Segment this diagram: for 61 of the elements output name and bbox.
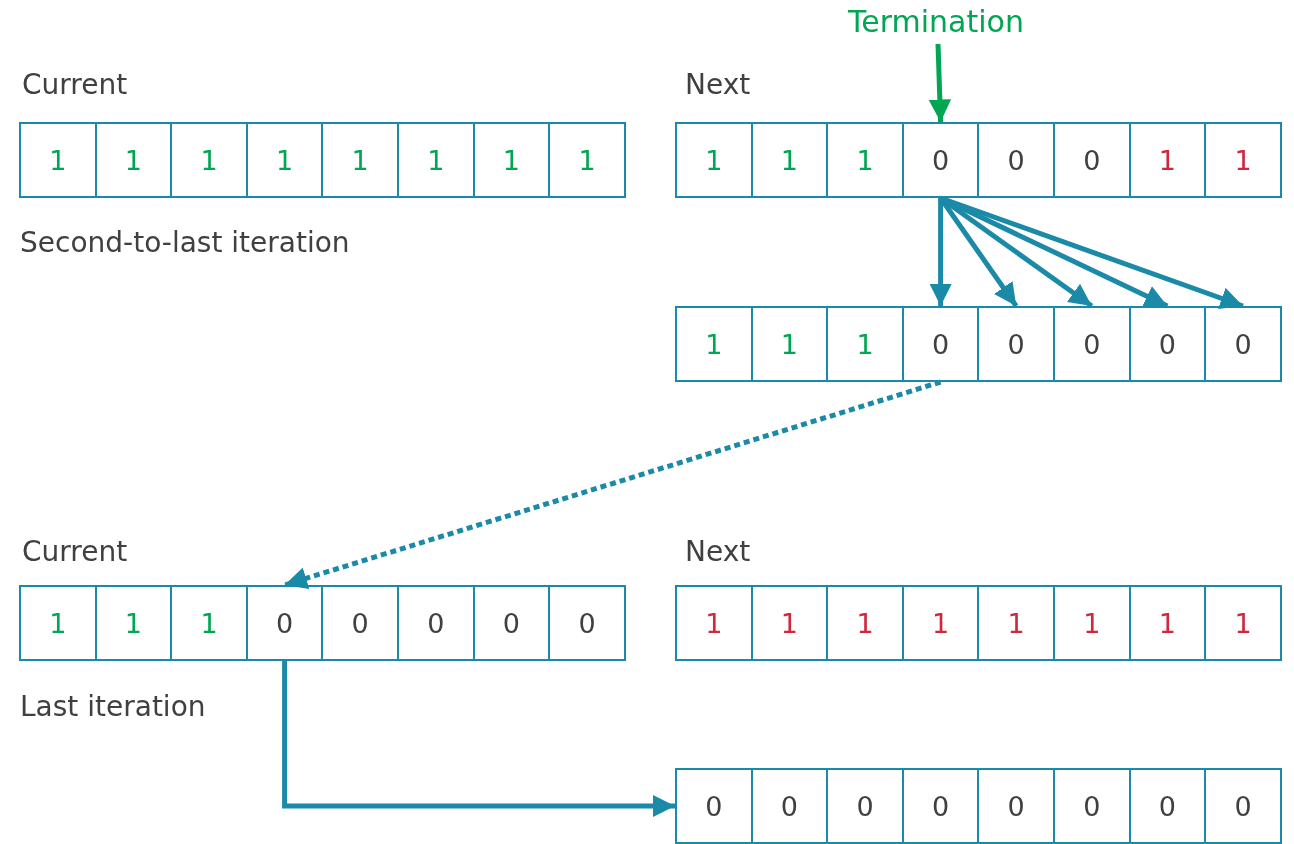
bit-cell: 0 bbox=[675, 768, 753, 844]
array-title: Current bbox=[22, 535, 128, 568]
array-title: Next bbox=[685, 68, 751, 101]
bit-cell: 0 bbox=[826, 768, 904, 844]
arrow bbox=[938, 196, 1019, 308]
bit-cell: 1 bbox=[750, 122, 829, 198]
bit-cell: 0 bbox=[1053, 122, 1131, 198]
bit-cell: 1 bbox=[170, 585, 248, 661]
bit-cell: 1 bbox=[826, 585, 904, 661]
bit-cell: 0 bbox=[245, 585, 324, 661]
bit-cell: 0 bbox=[901, 122, 980, 198]
arrow bbox=[282, 661, 675, 818]
bit-cell: 0 bbox=[548, 585, 626, 661]
arrow bbox=[928, 43, 952, 123]
bit-cell: 1 bbox=[19, 585, 97, 661]
bit-cell: 1 bbox=[1128, 122, 1207, 198]
bit-cell: 0 bbox=[901, 768, 980, 844]
bit-cell: 0 bbox=[321, 585, 399, 661]
bit-cell: 0 bbox=[397, 585, 475, 661]
termination-label: Termination bbox=[848, 4, 1024, 39]
bit-cell: 0 bbox=[977, 122, 1055, 198]
bit-cell: 1 bbox=[1053, 585, 1131, 661]
bit-cell: 0 bbox=[1204, 306, 1282, 382]
arrow bbox=[939, 195, 1244, 310]
bit-cell: 1 bbox=[826, 122, 904, 198]
bit-cell: 1 bbox=[675, 306, 753, 382]
bit-cell: 0 bbox=[1053, 768, 1131, 844]
bit-cell: 1 bbox=[1204, 122, 1282, 198]
bit-cell: 1 bbox=[548, 122, 626, 198]
bit-cell: 1 bbox=[901, 585, 980, 661]
bit-cell: 1 bbox=[170, 122, 248, 198]
bit-cell: 1 bbox=[1204, 585, 1282, 661]
bit-cell: 0 bbox=[1128, 768, 1207, 844]
bit-cell: 0 bbox=[1053, 306, 1131, 382]
bit-cell: 0 bbox=[750, 768, 829, 844]
bit-cell: 1 bbox=[94, 585, 173, 661]
bit-cell: 0 bbox=[472, 585, 551, 661]
bit-cell: 1 bbox=[245, 122, 324, 198]
bit-cell: 0 bbox=[977, 768, 1055, 844]
bit-cell: 1 bbox=[321, 122, 399, 198]
iteration-caption: Last iteration bbox=[20, 690, 206, 723]
bit-cell: 1 bbox=[19, 122, 97, 198]
bit-cell: 1 bbox=[826, 306, 904, 382]
bit-cell: 1 bbox=[397, 122, 475, 198]
arrow bbox=[929, 198, 952, 306]
bit-cell: 0 bbox=[977, 306, 1055, 382]
bit-cell: 1 bbox=[675, 122, 753, 198]
iteration-caption: Second-to-last iteration bbox=[20, 226, 350, 259]
bit-cell: 1 bbox=[1128, 585, 1207, 661]
bit-cell: 0 bbox=[1128, 306, 1207, 382]
bit-cell: 1 bbox=[750, 306, 829, 382]
bit-cell: 1 bbox=[977, 585, 1055, 661]
bit-cell: 1 bbox=[472, 122, 551, 198]
array-title: Current bbox=[22, 68, 128, 101]
bit-cell: 1 bbox=[675, 585, 753, 661]
bit-cell: 1 bbox=[94, 122, 173, 198]
bit-cell: 0 bbox=[1204, 768, 1282, 844]
dashed-arrow bbox=[283, 379, 942, 590]
array-title: Next bbox=[685, 535, 751, 568]
bit-cell: 1 bbox=[750, 585, 829, 661]
bit-cell: 0 bbox=[901, 306, 980, 382]
